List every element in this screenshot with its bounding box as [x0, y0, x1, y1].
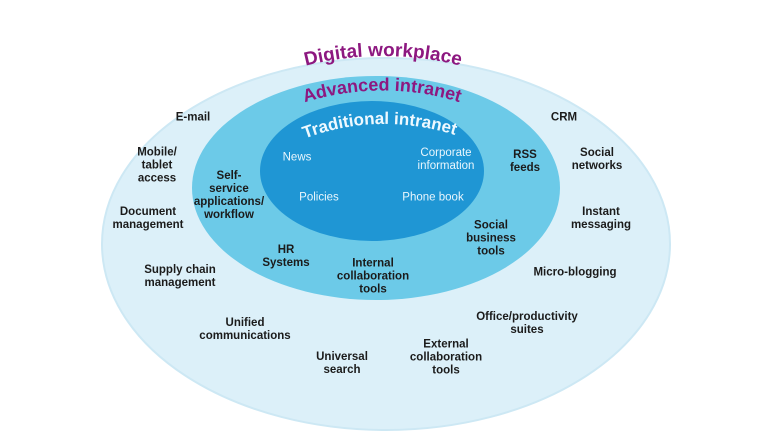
outer-item-office-productivity: Office/productivity suites [476, 311, 578, 336]
title-digital-workplace: Digital workplace [302, 40, 464, 71]
outer-item-email: E-mail [175, 111, 211, 124]
outer-item-mobile-tablet: Mobile/ tablet access [137, 146, 177, 185]
middle-item-internal-collaboration: Internal collaboration tools [336, 257, 410, 296]
title-traditional-intranet: Traditional intranet [300, 109, 460, 142]
outer-item-unified-communications: Unified communications [199, 317, 291, 342]
outer-item-external-collaboration: External collaboration tools [409, 338, 483, 377]
outer-item-crm: CRM [550, 111, 578, 124]
outer-item-instant-messaging: Instant messaging [570, 206, 632, 231]
outer-item-social-networks: Social networks [571, 147, 623, 172]
middle-item-social-business-tools: Social business tools [466, 219, 516, 258]
inner-ring-traditional-intranet [260, 101, 484, 241]
title-advanced-intranet: Advanced intranet [300, 74, 464, 106]
middle-item-rss-feeds: RSS feeds [509, 149, 541, 174]
inner-item-news: News [282, 151, 312, 164]
outer-item-universal-search: Universal search [316, 351, 368, 376]
middle-item-hr-systems: HR Systems [262, 244, 310, 269]
inner-item-policies: Policies [299, 191, 339, 204]
inner-item-corporate-information: Corporate information [417, 147, 475, 172]
outer-item-micro-blogging: Micro-blogging [533, 266, 617, 279]
outer-item-supply-chain: Supply chain management [144, 264, 216, 289]
inner-item-phone-book: Phone book [402, 191, 464, 204]
outer-item-document-management: Document management [112, 206, 184, 231]
middle-item-self-service: Self- service applications/ workflow [193, 170, 265, 221]
